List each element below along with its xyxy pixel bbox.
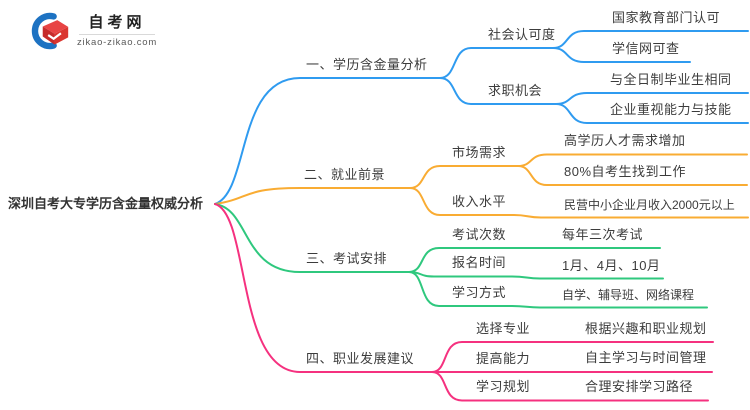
branch-3-lines	[214, 203, 708, 309]
branch-2-topic: 二、就业前景	[304, 167, 386, 182]
branch-1-sub-1: 社会认可度	[488, 27, 556, 42]
branch-4-sub-2: 提高能力	[476, 351, 531, 366]
branch-4-sub-2-leaf-1: 自主学习与时间管理	[585, 350, 707, 365]
branch-3-sub-1-leaf-1: 每年三次考试	[562, 227, 644, 242]
branch-1-sub-2-leaf-1: 与全日制毕业生相同	[610, 72, 732, 87]
branch-3-topic: 三、考试安排	[306, 251, 388, 266]
branch-3-sub-3-leaf-1: 自学、辅导班、网络课程	[562, 288, 695, 302]
branch-1-sub-2-leaf-2: 企业重视能力与技能	[610, 102, 732, 117]
graduation-cap-icon	[31, 12, 69, 50]
branch-1-topic: 一、学历含金量分析	[306, 57, 428, 72]
branch-3-sub-2: 报名时间	[452, 255, 507, 270]
branch-3-sub-2-leaf-1: 1月、4月、10月	[562, 258, 661, 273]
site-logo: 自考网 zikao-zikao.com	[30, 12, 157, 50]
branch-4-sub-1-leaf-1: 根据兴趣和职业规划	[585, 321, 707, 336]
branch-2-sub-1-leaf-2: 80%自考生找到工作	[564, 164, 687, 179]
branch-2-lines	[214, 153, 749, 219]
branch-4-sub-3: 学习规划	[476, 379, 531, 394]
branch-1-lines	[214, 30, 749, 205]
branch-1-sub-2: 求职机会	[488, 83, 543, 98]
logo-title: 自考网	[88, 14, 146, 31]
logo-divider	[79, 34, 156, 35]
branch-2-sub-2-leaf-1: 民营中小企业月收入2000元以上	[564, 198, 735, 212]
branch-3-sub-1: 考试次数	[452, 227, 507, 242]
branch-4-sub-3-leaf-1: 合理安排学习路径	[585, 379, 694, 394]
branch-3-sub-3: 学习方式	[452, 285, 507, 300]
root-topic: 深圳自考大专学历含金量权威分析	[8, 196, 204, 211]
logo-domain: zikao-zikao.com	[77, 37, 158, 48]
branch-4-topic: 四、职业发展建议	[306, 351, 415, 366]
branch-2-sub-1-leaf-1: 高学历人才需求增加	[564, 133, 686, 148]
branch-4-sub-1: 选择专业	[476, 321, 531, 336]
branch-1-sub-1-leaf-2: 学信网可查	[612, 41, 680, 56]
branch-4-lines	[214, 203, 714, 402]
branch-2-sub-1: 市场需求	[452, 145, 507, 160]
branch-1-sub-1-leaf-1: 国家教育部门认可	[612, 10, 721, 25]
branch-2-sub-2: 收入水平	[452, 194, 507, 209]
